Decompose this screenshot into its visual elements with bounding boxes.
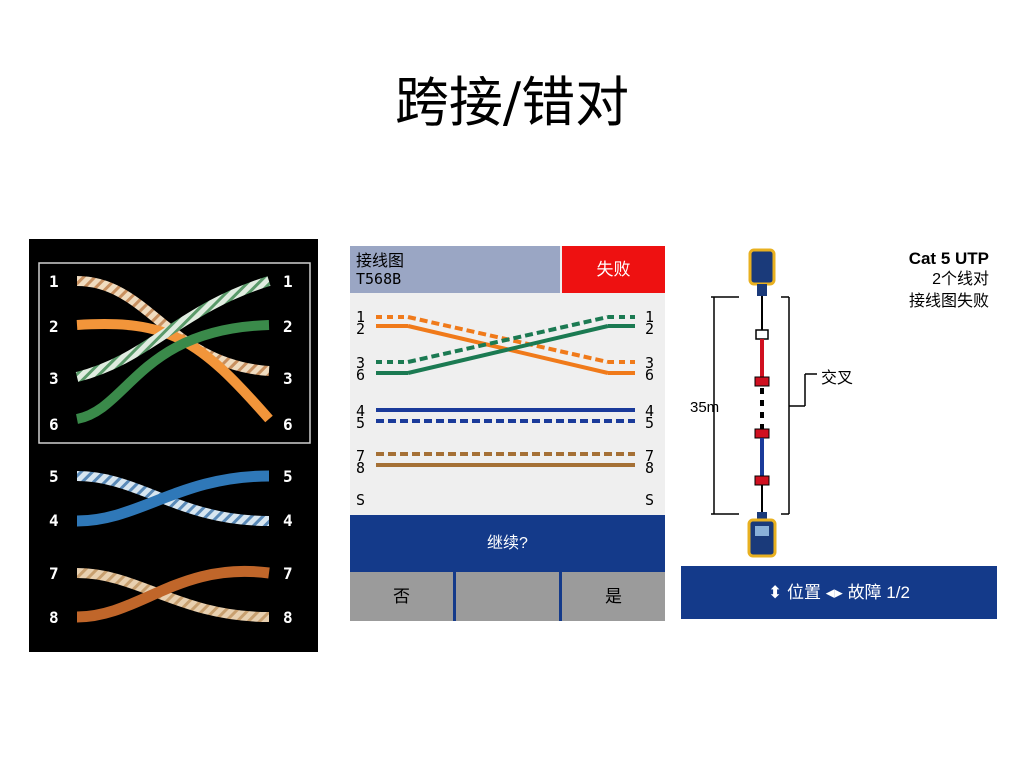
shield-label-left: S [356, 491, 366, 509]
pin-label-left: 2 [356, 320, 366, 338]
fault-label: 交叉 [821, 370, 854, 387]
pin-label-right: 5 [645, 414, 655, 432]
left-pin-label: 4 [49, 511, 59, 530]
wire-blue [76, 470, 270, 527]
pin-label-left: 6 [356, 366, 366, 384]
softkey-divider [453, 572, 456, 621]
test-result: 接线图失败 [908, 293, 989, 310]
pin-label-right: 7 [645, 447, 655, 465]
cable-marker [754, 428, 770, 439]
cable-marker [754, 376, 770, 387]
pin-label-right: 1 [645, 308, 655, 326]
left-right-arrow-icon: ◂▸ [825, 583, 843, 602]
pin-label-left: 7 [356, 447, 366, 465]
cable-marker [755, 329, 769, 340]
left-pin-label: 3 [49, 369, 59, 388]
location-label: 位置 [787, 583, 822, 602]
slide-title: 跨接/错对 [394, 71, 630, 134]
connector-icon [757, 512, 767, 520]
wire-white-green [75, 276, 271, 382]
pin-label-left: 8 [356, 459, 366, 477]
left-pin-label: 5 [49, 467, 59, 486]
connector-icon [757, 284, 767, 296]
yes-button[interactable]: 是 [605, 587, 622, 606]
wire-pin6-crossed [407, 324, 609, 375]
cable-length: 35m [690, 399, 720, 416]
pin-label-left: 5 [356, 414, 366, 432]
wire-brown [76, 565, 270, 623]
right-pin-label: 2 [283, 317, 293, 336]
wire-pin3-crossed [407, 315, 609, 364]
pin-label-left: 4 [356, 402, 366, 420]
continue-prompt: 继续? [350, 515, 665, 572]
left-pin-label: 6 [49, 415, 59, 434]
twisted-pairs-illustration [38, 262, 311, 623]
left-pin-label: 1 [49, 272, 59, 291]
pin-label-left: 3 [356, 354, 366, 372]
right-pin-label: 4 [283, 511, 293, 530]
cable-type: Cat 5 UTP [908, 249, 989, 268]
softkey-row: 否 是 [350, 572, 665, 621]
left-pin-label: 7 [49, 564, 59, 583]
right-pin-label: 7 [283, 564, 293, 583]
pin-label-right: 3 [645, 354, 655, 372]
softkey-divider [559, 572, 562, 621]
wiremap-diagram [376, 315, 635, 467]
wiring-standard: T568B [356, 270, 402, 288]
blank-softkey[interactable] [456, 572, 559, 621]
wire-white-orange [76, 276, 270, 376]
tester-screen-icon [755, 526, 769, 536]
right-pin-label: 1 [283, 272, 293, 291]
fault-location-screen: Cat 5 UTP 2个线对 接线图失败 交叉 35m ⬍ 位置 ◂▸ 故障 1… [681, 246, 997, 619]
pin-label-right: 2 [645, 320, 655, 338]
shield-label-right: S [645, 491, 655, 509]
pair-count: 2个线对 [932, 271, 989, 288]
cable-wiring-photo: 1 2 3 6 5 4 7 8 1 2 3 6 5 4 7 8 [29, 239, 318, 652]
right-pin-label: 5 [283, 467, 293, 486]
pin-label-left: 1 [356, 308, 366, 326]
right-pin-label: 3 [283, 369, 293, 388]
left-pin-label: 2 [49, 317, 59, 336]
wiremap-header: 接线图 T568B [350, 246, 560, 293]
pin-label-right: 4 [645, 402, 655, 420]
navigation-bar[interactable]: ⬍ 位置 ◂▸ 故障 1/2 [681, 566, 997, 619]
cable-fault-diagram [711, 248, 817, 558]
right-pin-label: 6 [283, 415, 293, 434]
pin-label-right: 8 [645, 459, 655, 477]
wiremap-screen: 接线图 T568B 失败 1 2 3 6 4 5 7 8 S 1 2 3 6 4… [350, 246, 665, 621]
wiremap-title: 接线图 [356, 253, 405, 270]
right-pin-label: 8 [283, 608, 293, 627]
tester-icon [747, 518, 777, 558]
up-down-arrow-icon: ⬍ [768, 583, 783, 602]
status-badge: 失败 [562, 246, 665, 293]
remote-unit-icon [748, 248, 776, 286]
fault-counter: 故障 1/2 [847, 583, 910, 602]
cable-marker [754, 475, 770, 486]
pin-label-right: 6 [645, 366, 655, 384]
crossed-pairs-frame [38, 262, 311, 444]
wire-green [75, 320, 270, 424]
left-pin-label: 8 [49, 608, 59, 627]
no-button[interactable]: 否 [393, 587, 410, 606]
